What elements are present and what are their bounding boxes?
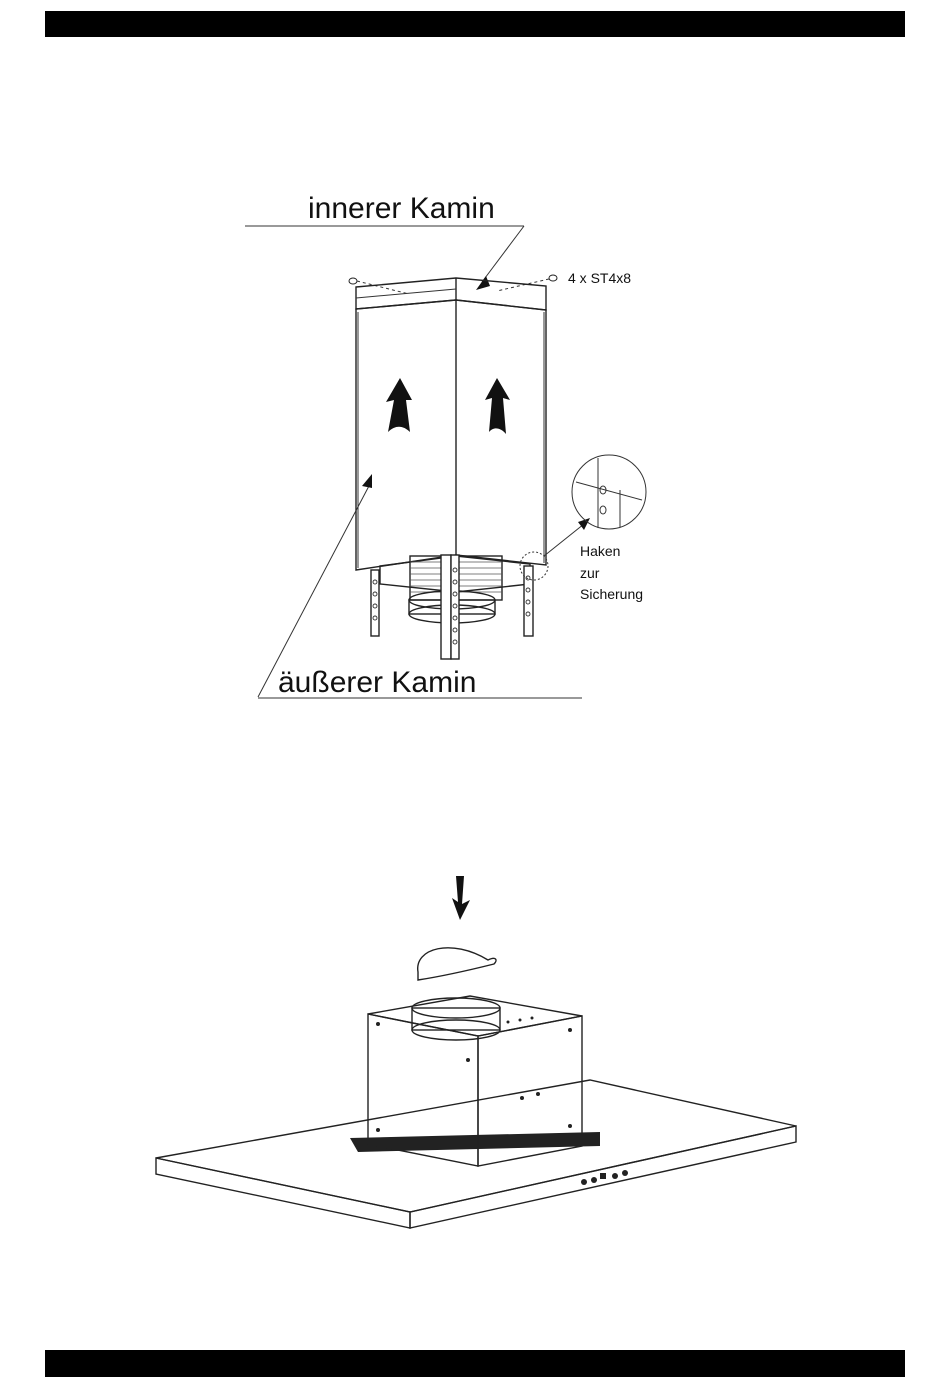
cover-cap	[418, 948, 496, 980]
inner-chimney	[356, 278, 546, 310]
label-hook-line2: zur	[580, 565, 600, 581]
chimney-figure: innerer Kamin 4 x ST4x8	[245, 192, 646, 699]
hood-canopy	[156, 1080, 796, 1228]
label-hook-line3: Sicherung	[580, 586, 643, 602]
leader-line-inner	[482, 226, 524, 282]
duct-and-brackets	[371, 555, 533, 659]
up-arrow-icon-right	[485, 378, 510, 434]
hook-detail-inset	[572, 455, 646, 529]
label-hook-line1: Haken	[580, 543, 620, 559]
label-outer-chimney: äußerer Kamin	[278, 666, 476, 699]
leader-arrow-inner	[476, 276, 490, 290]
screw-icon-left	[349, 278, 409, 294]
label-inner-chimney: innerer Kamin	[308, 192, 495, 225]
up-arrow-icon-left	[386, 378, 412, 432]
leader-line-hook	[544, 524, 584, 556]
down-arrow-icon	[452, 876, 470, 920]
label-screws: 4 x ST4x8	[568, 270, 631, 286]
leader-arrow-outer	[362, 474, 372, 488]
motor-housing	[350, 996, 600, 1166]
outer-chimney	[356, 300, 546, 570]
hood-figure	[156, 876, 796, 1228]
